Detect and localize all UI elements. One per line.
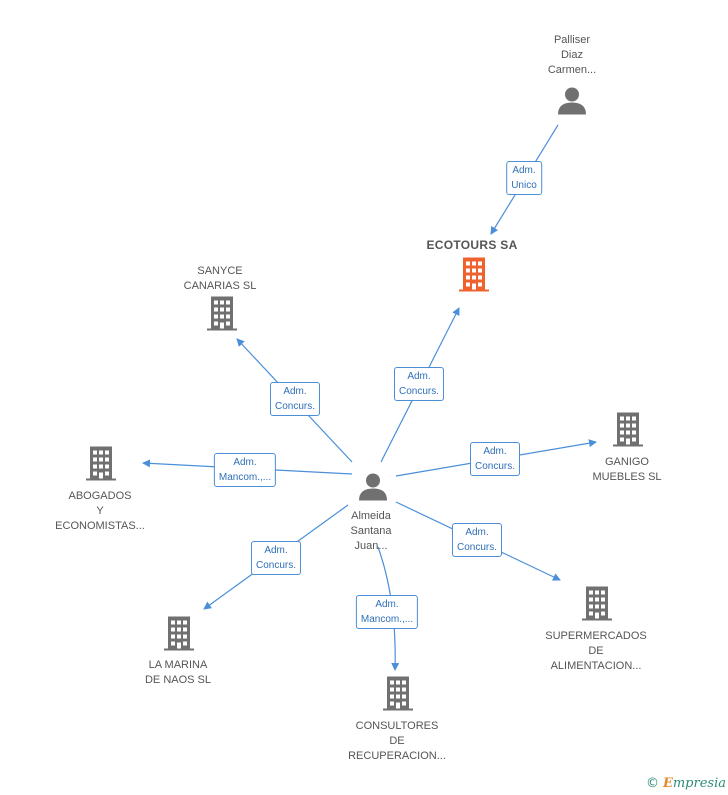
label-line: SANYCE (197, 265, 243, 277)
node-label-abogados: ABOGADOS Y ECONOMISTAS... (55, 489, 145, 534)
building-icon[interactable] (383, 676, 413, 716)
role-label-almeida-lamarina[interactable]: Adm. Concurs. (250, 541, 302, 575)
role-label-palliser-ecotours[interactable]: Adm. Unico (506, 161, 542, 195)
label-line: SUPERMERCADOS (545, 630, 647, 642)
person-icon[interactable] (557, 87, 587, 120)
role-line: Mancom.,... (218, 472, 272, 483)
role-line: Concurs. (474, 461, 516, 472)
role-line: Mancom.,... (360, 614, 414, 625)
node-label-supermercados: SUPERMERCADOS DE ALIMENTACION... (545, 629, 646, 674)
node-label-almeida: Almeida Santana Juan... (351, 509, 392, 554)
role-label-almeida-abogados[interactable]: Adm. Mancom.,... (213, 453, 277, 487)
role-line: Concurs. (398, 386, 440, 397)
person-icon[interactable] (358, 473, 388, 506)
node-label-sanyce: SANYCE CANARIAS SL (184, 264, 257, 294)
node-label-ecotours: ECOTOURS SA (426, 238, 517, 253)
label-line: CANARIAS SL (183, 280, 257, 292)
brand-name: mpresia (672, 776, 726, 791)
label-line: LA MARINA (148, 659, 208, 671)
copyright-symbol: © (645, 776, 659, 791)
label-line: DE (389, 735, 405, 747)
brand-initial: E (662, 776, 673, 791)
label-line: CONSULTORES (355, 720, 439, 732)
label-line: Carmen... (547, 64, 597, 76)
label-line: MUEBLES SL (592, 471, 662, 483)
role-label-almeida-ecotours[interactable]: Adm. Concurs. (393, 367, 445, 401)
label-line: ALIMENTACION... (550, 660, 642, 672)
label-line: Palliser (553, 34, 591, 46)
building-icon[interactable] (459, 257, 489, 297)
role-line: Adm. (264, 545, 288, 556)
label-line: ECONOMISTAS... (55, 520, 145, 532)
role-label-almeida-sanyce[interactable]: Adm. Concurs. (269, 382, 321, 416)
label-line: ABOGADOS (68, 490, 132, 502)
role-line: Concurs. (456, 542, 498, 553)
building-icon[interactable] (207, 296, 237, 336)
role-line: Adm. (483, 446, 507, 457)
role-line: Concurs. (274, 401, 316, 412)
label-line: DE NAOS SL (144, 674, 212, 686)
role-line: Adm. (375, 599, 399, 610)
node-label-lamarina: LA MARINA DE NAOS SL (145, 658, 211, 688)
empresia-credit[interactable]: ©Empresia (646, 776, 726, 791)
role-line: Concurs. (255, 560, 297, 571)
role-line: Adm. (407, 371, 431, 382)
role-line: Adm. (465, 527, 489, 538)
node-label-ganigo: GANIGO MUEBLES SL (592, 455, 661, 485)
label-line: Juan... (354, 540, 388, 552)
role-label-almeida-ganigo[interactable]: Adm. Concurs. (469, 442, 521, 476)
building-icon[interactable] (582, 586, 612, 626)
label-line: ECOTOURS SA (426, 238, 518, 252)
label-line: RECUPERACION... (348, 750, 446, 762)
label-line: Almeida (351, 510, 391, 522)
label-line: Y (96, 505, 104, 517)
label-line: GANIGO (604, 456, 649, 468)
label-line: Santana (350, 525, 392, 537)
role-line: Unico (511, 180, 537, 191)
node-label-consultores: CONSULTORES DE RECUPERACION... (348, 719, 446, 764)
role-label-almeida-consultores[interactable]: Adm. Mancom.,... (355, 595, 419, 629)
role-label-almeida-supermercados[interactable]: Adm. Concurs. (451, 523, 503, 557)
role-line: Adm. (512, 165, 536, 176)
building-icon[interactable] (86, 446, 116, 486)
label-line: DE (588, 645, 604, 657)
label-line: Diaz (560, 49, 584, 61)
node-label-palliser: Palliser Diaz Carmen... (548, 33, 596, 78)
building-icon[interactable] (164, 616, 194, 656)
role-line: Adm. (233, 457, 257, 468)
role-line: Adm. (283, 386, 307, 397)
building-icon[interactable] (613, 412, 643, 452)
